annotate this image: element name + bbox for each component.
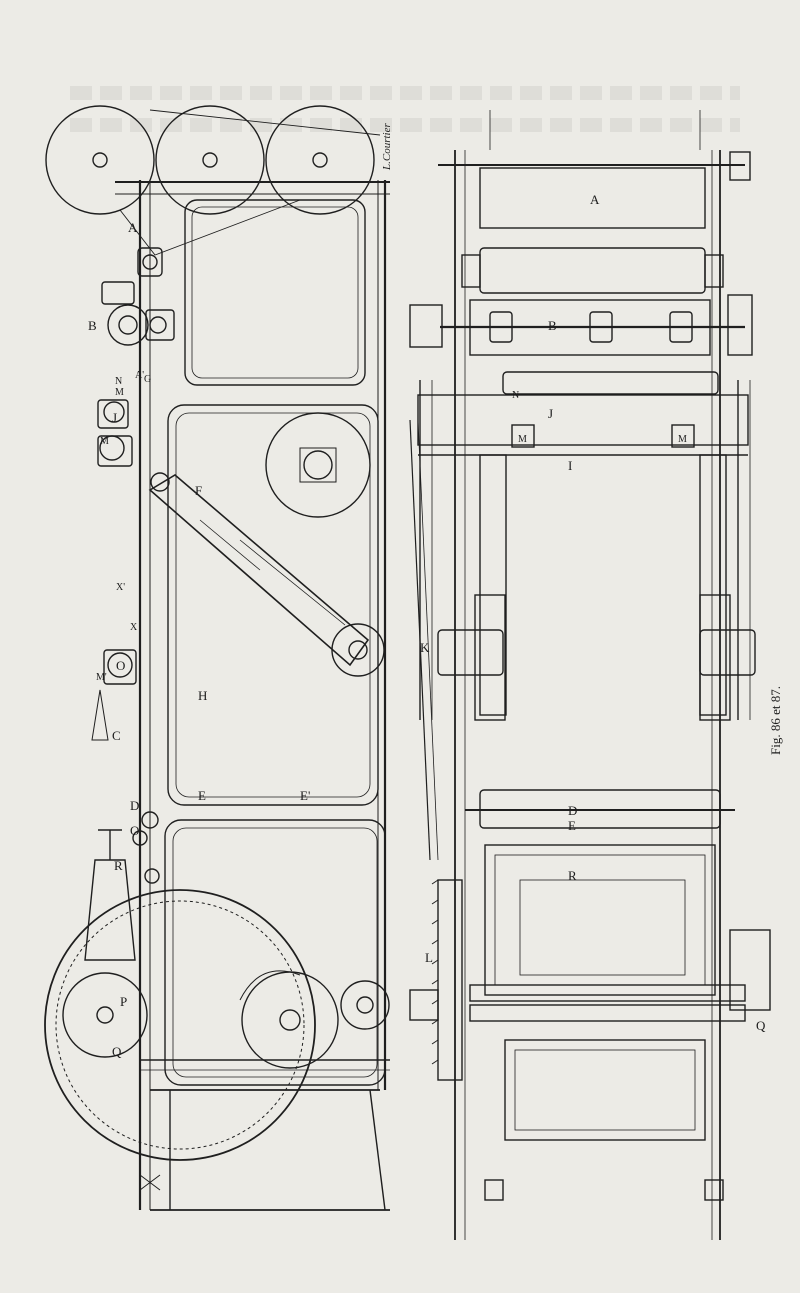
- inking-roller-O: [107, 652, 133, 678]
- plan-rail-I-left: [479, 454, 507, 716]
- label-I-plan: I: [568, 458, 572, 473]
- label-A-prime-side: A': [135, 370, 144, 381]
- frame-panel-1: [184, 199, 366, 386]
- label-O-side: O: [116, 658, 125, 673]
- label-N-side: N: [115, 376, 122, 387]
- label-R-side: R: [114, 858, 123, 873]
- plan-crank-Q: [729, 929, 771, 1011]
- bleed-through-text: [70, 86, 740, 100]
- bleed-through-text: [70, 118, 740, 132]
- label-M-prime-side: M': [96, 672, 107, 683]
- label-K-plan: K: [420, 640, 430, 655]
- label-X-side: X: [130, 622, 138, 633]
- label-Q-side: Q: [112, 1044, 122, 1059]
- plan-carriage-J: [417, 394, 749, 446]
- label-Q-plan: Q: [756, 1018, 766, 1033]
- label-H-side: H: [198, 688, 207, 703]
- figure-caption: Fig. 86 et 87.: [768, 686, 783, 755]
- paper-roll-1: [45, 105, 155, 215]
- label-J-plan: J: [548, 406, 553, 421]
- paper-roll-2: [155, 105, 265, 215]
- label-F-side: F: [195, 483, 202, 498]
- label-M-lower-side: M: [100, 436, 109, 447]
- roller-head-A: [137, 247, 163, 277]
- gear-train: [241, 971, 339, 1069]
- plan-roller-A: [479, 167, 706, 229]
- label-M-right-plan: M: [678, 434, 687, 445]
- label-M-side: M: [115, 387, 124, 398]
- plan-pulley: [409, 304, 443, 348]
- connecting-rod: [148, 474, 370, 667]
- frame-panel-2: [167, 404, 379, 806]
- plan-view-labels: A B N J M M I K D E R L Q: [420, 192, 766, 1033]
- label-B-plan: B: [548, 318, 557, 333]
- label-M-left-plan: M: [518, 434, 527, 445]
- plan-table-R: [484, 844, 716, 996]
- engraver-signature: L.Courtier: [381, 123, 393, 171]
- label-L-plan: L: [425, 950, 433, 965]
- label-C-side: C: [112, 728, 121, 743]
- label-X-prime-side: X': [116, 582, 125, 593]
- plan-rod-K: [409, 419, 431, 861]
- plan-gear-L: [437, 879, 463, 1081]
- label-B-side: B: [88, 318, 97, 333]
- plan-rail-I-right: [699, 454, 727, 716]
- label-E-plan: E: [568, 818, 576, 833]
- roller-head-B: [107, 304, 149, 346]
- plan-delivery-table: [504, 1039, 706, 1141]
- label-G-side: G: [144, 374, 151, 385]
- side-elevation: [44, 105, 390, 1211]
- label-J-side: J: [112, 410, 117, 425]
- inking-roller-J: [103, 401, 125, 423]
- label-R-plan: R: [568, 868, 577, 883]
- label-D-side: D: [130, 798, 139, 813]
- side-view-labels: A B N M A' G J M F X' X M' O C H D E E' …: [88, 123, 393, 1059]
- label-P-side: P: [120, 994, 127, 1009]
- plan-gear-A: [729, 151, 751, 181]
- paper-roll-3: [265, 105, 375, 215]
- label-D-plan: D: [568, 803, 577, 818]
- fly-wheel: [44, 889, 316, 1161]
- label-A-side: A: [128, 220, 138, 235]
- crank-disk: [62, 972, 148, 1058]
- label-N-plan: N: [512, 390, 519, 401]
- plan-view: [409, 110, 771, 1240]
- label-E-side: E: [198, 788, 206, 803]
- frame-panel-3: [164, 819, 386, 1086]
- label-A-plan: A: [590, 192, 600, 207]
- cam-wheel: [265, 412, 371, 518]
- label-O-prime-side: O: [130, 823, 139, 838]
- label-E-prime-side: E': [300, 788, 310, 803]
- plan-roller-N: [502, 371, 719, 395]
